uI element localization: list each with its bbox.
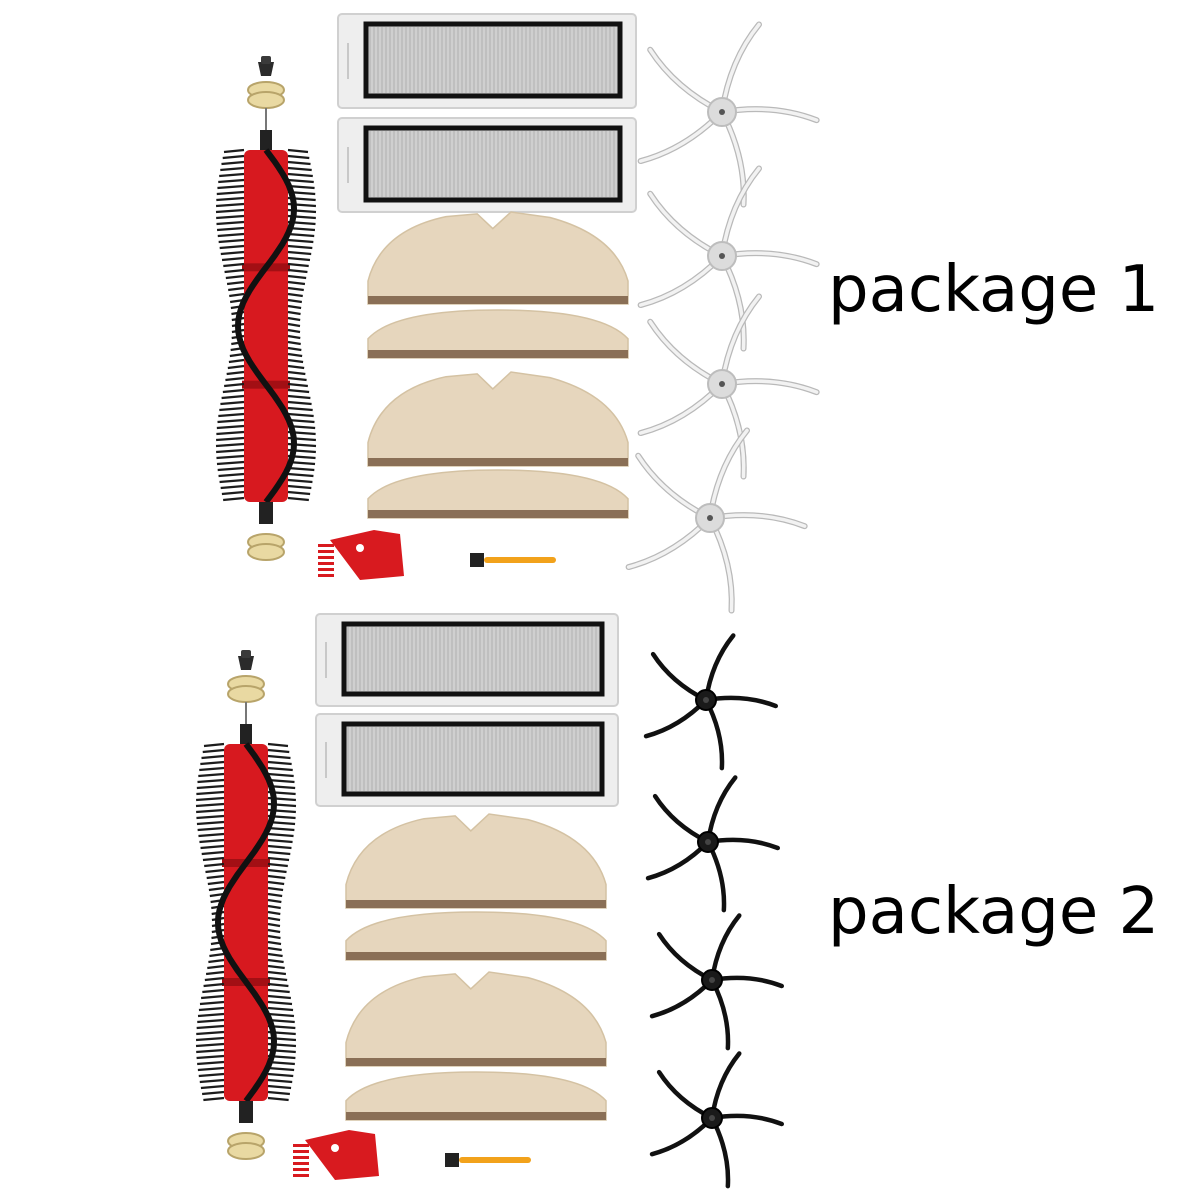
package-1-side-brush-2 <box>637 165 820 352</box>
package-2-cleaning-tools <box>293 1130 531 1180</box>
package-2-filter-1 <box>315 613 619 707</box>
package-2-mop-2 <box>345 911 607 961</box>
package-1-filter-1 <box>337 13 637 109</box>
package-2-main-roller-brush <box>195 650 297 1160</box>
package-1-side-brush-4 <box>625 427 808 614</box>
package-1-side-brush-3 <box>637 293 820 480</box>
package-2-side-brush-2 <box>645 775 780 913</box>
package-1-label: package 1 <box>828 253 1160 327</box>
package-2-label: package 2 <box>828 875 1160 949</box>
package-1-mop-3 <box>367 371 629 467</box>
package-1-mop-1 <box>367 211 629 305</box>
package-2-mop-3 <box>345 971 607 1067</box>
package-1-main-roller-brush <box>215 56 317 561</box>
package-1-cleaning-tools <box>318 530 556 580</box>
package-2-side-brush-4 <box>649 1051 784 1189</box>
package-2-mop-1 <box>345 813 607 909</box>
package-1-side-brush-1 <box>637 21 820 208</box>
package-2-side-brush-1 <box>643 633 778 771</box>
package-1-mop-2 <box>367 309 629 359</box>
package-2-filter-2 <box>315 713 619 807</box>
package-1-filter-2 <box>337 117 637 213</box>
package-2-side-brush-3 <box>649 913 784 1051</box>
package-2-mop-4 <box>345 1071 607 1121</box>
package-1-mop-4 <box>367 469 629 519</box>
